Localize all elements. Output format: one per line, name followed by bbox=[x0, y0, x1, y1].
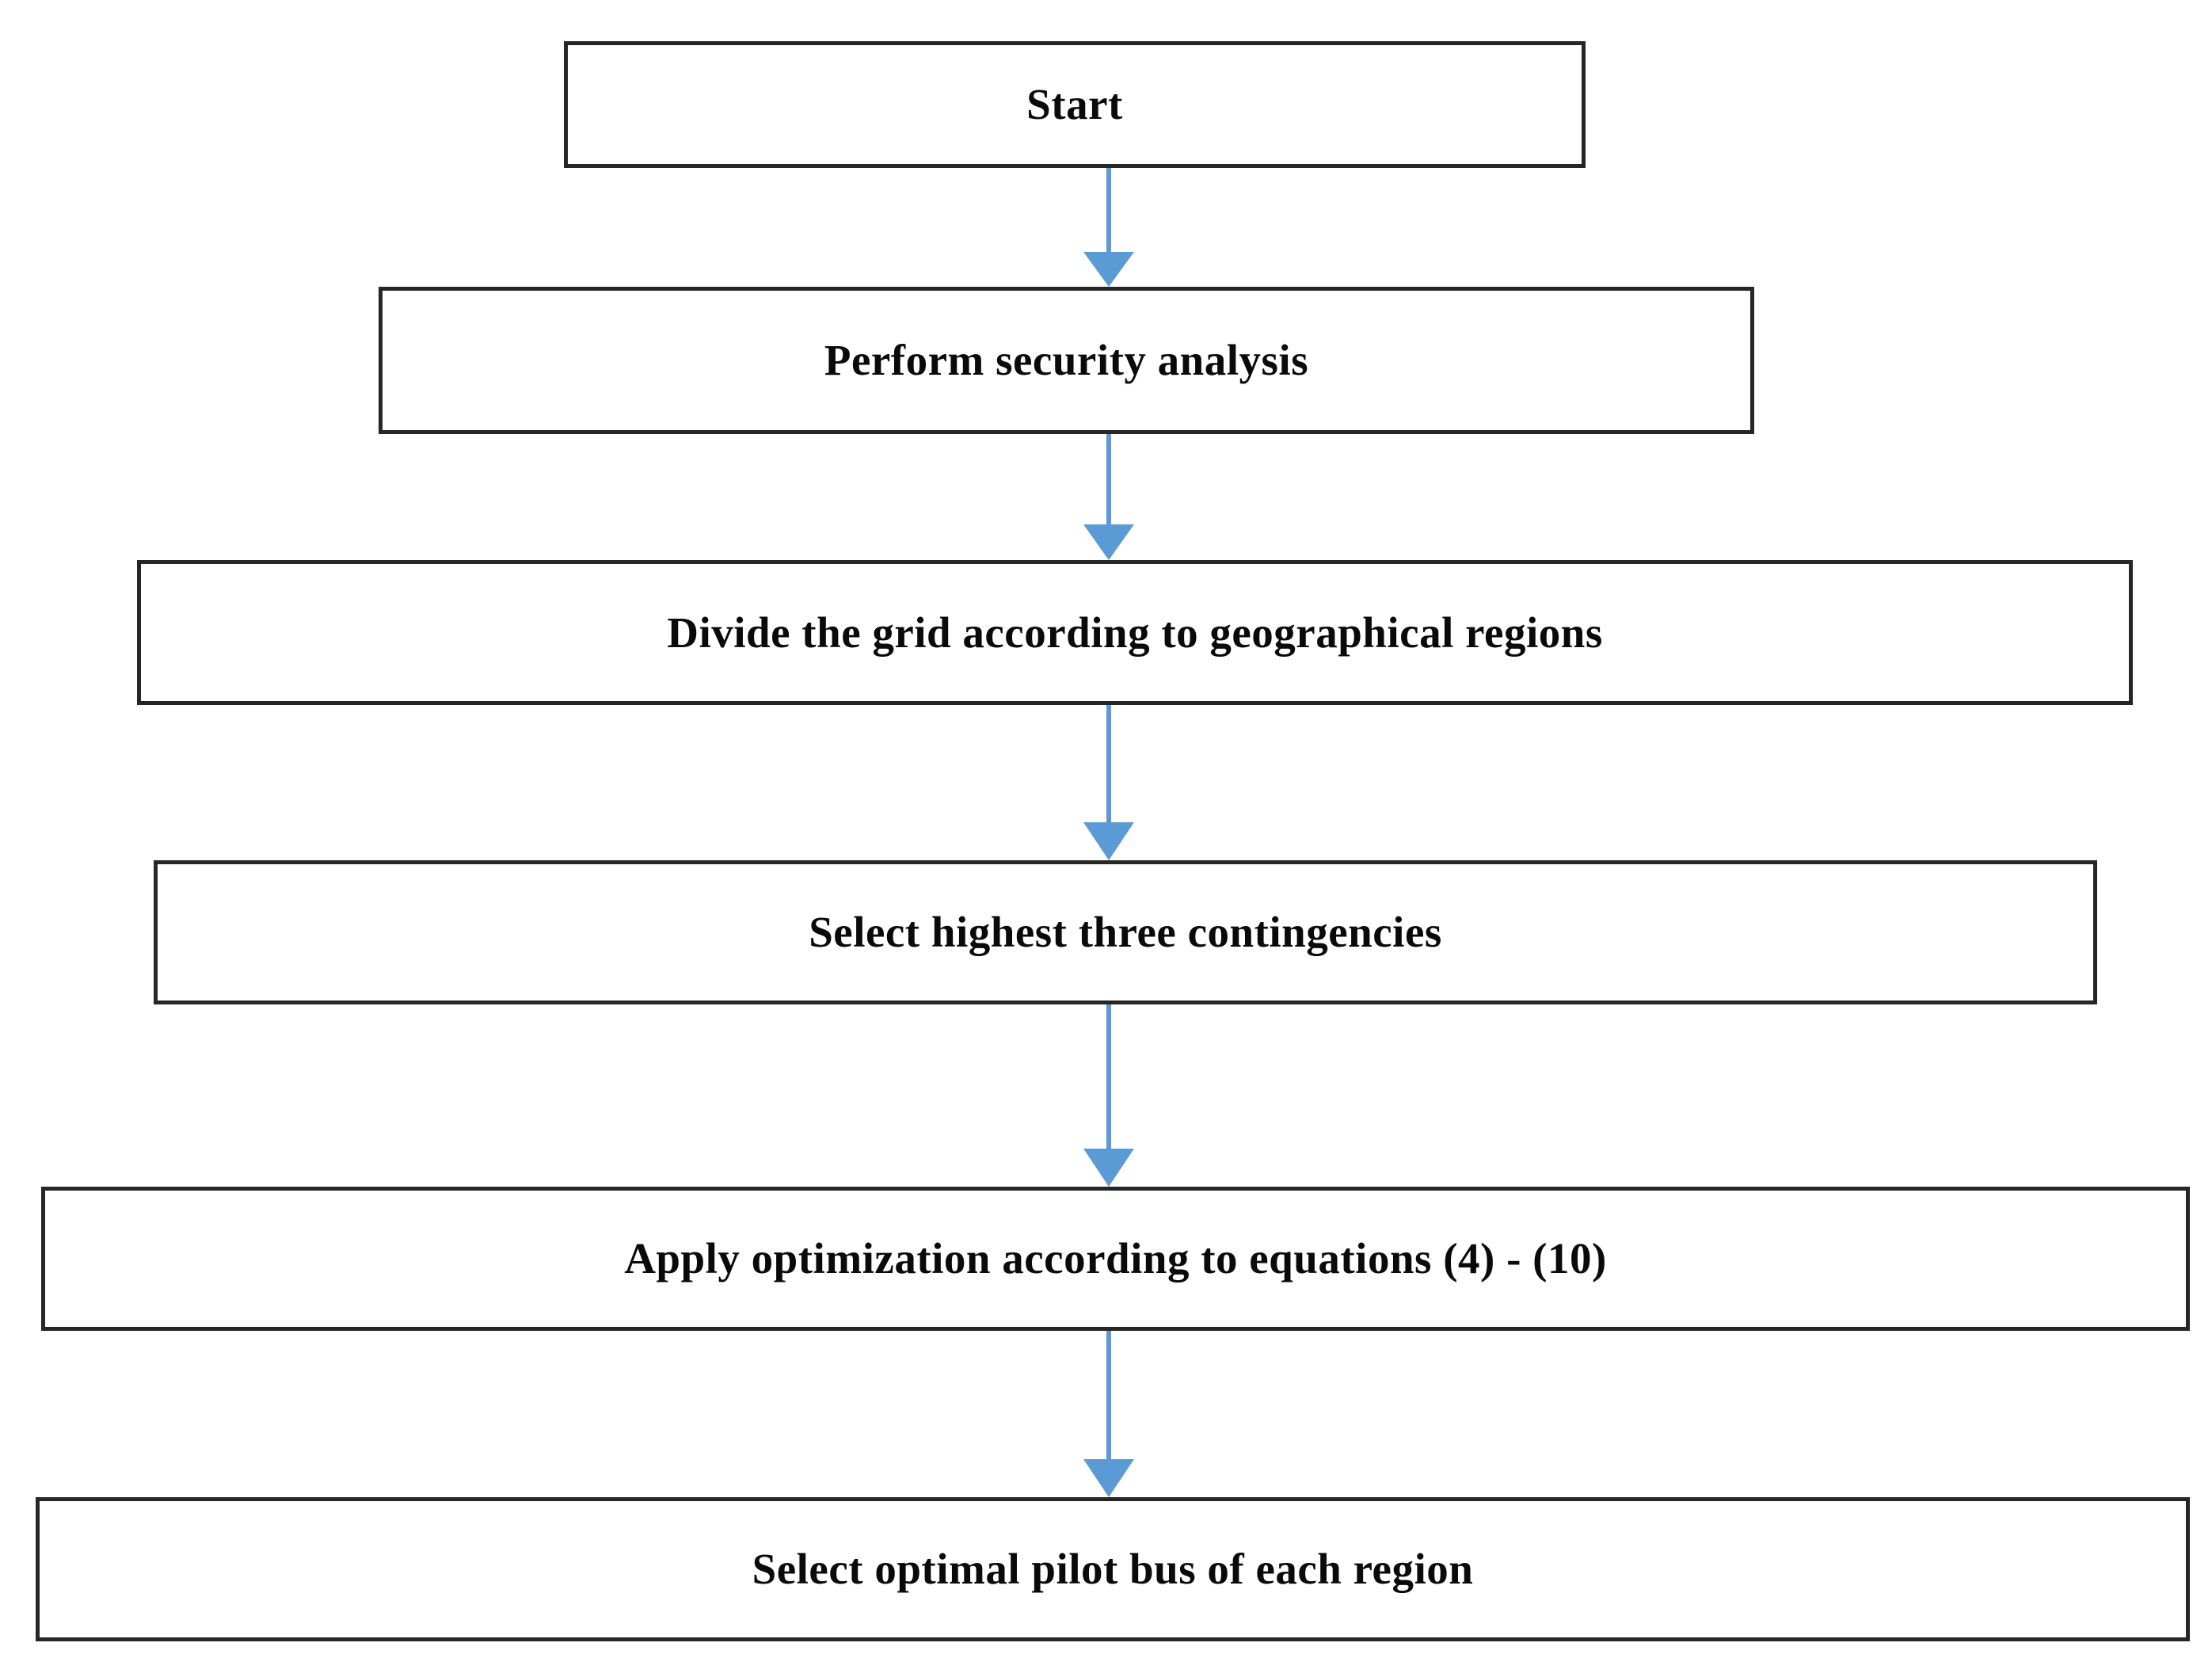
flowchart-node-start[interactable]: Start bbox=[564, 41, 1586, 168]
flowchart-node-select-contingencies[interactable]: Select highest three contingencies bbox=[154, 860, 2097, 1004]
flowchart-node-divide-grid[interactable]: Divide the grid according to geographica… bbox=[137, 560, 2133, 705]
flowchart-arrow-optimization-to-pilot bbox=[1061, 1331, 1156, 1497]
flowchart-node-label: Apply optimization according to equation… bbox=[624, 1234, 1607, 1283]
flowchart-arrow-security-to-divide bbox=[1061, 434, 1156, 560]
flowchart-node-label: Start bbox=[1026, 80, 1123, 129]
flowchart-node-label: Perform security analysis bbox=[824, 336, 1309, 385]
flowchart-node-label: Select highest three contingencies bbox=[809, 908, 1442, 957]
flowchart-arrow-start-to-security bbox=[1061, 168, 1156, 287]
flowchart-node-apply-optimization[interactable]: Apply optimization according to equation… bbox=[41, 1187, 2190, 1331]
flowchart-node-label: Divide the grid according to geographica… bbox=[667, 608, 1603, 657]
flowchart-node-select-pilot-bus[interactable]: Select optimal pilot bus of each region bbox=[36, 1497, 2190, 1641]
flowchart-arrow-divide-to-contingency bbox=[1061, 705, 1156, 860]
flowchart-arrow-contingency-to-optimization bbox=[1061, 1004, 1156, 1187]
flowchart-node-security-analysis[interactable]: Perform security analysis bbox=[379, 287, 1754, 434]
flowchart-node-label: Select optimal pilot bus of each region bbox=[752, 1545, 1474, 1594]
